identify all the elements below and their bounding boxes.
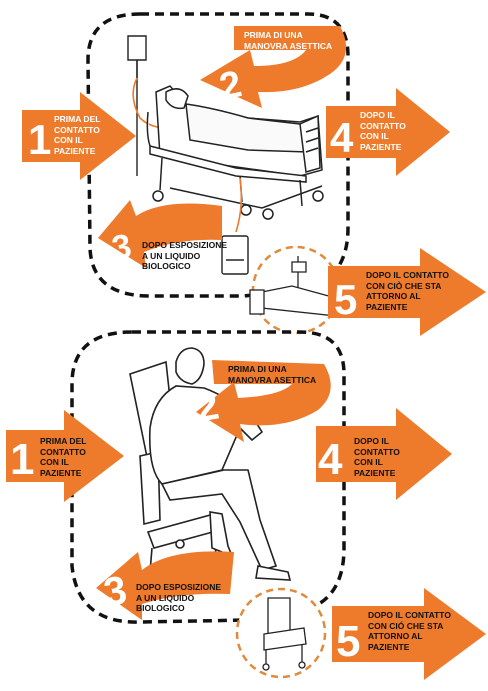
label-line: DOPO IL CONTATTO — [368, 610, 451, 621]
label-line: CONTATTO — [360, 121, 406, 132]
label-line: A UN LIQUIDO — [142, 251, 227, 262]
label-line: CON IL — [40, 457, 86, 468]
label-line: PRIMA DI UNA — [244, 30, 332, 41]
label-line: CON CIÒ CHE STA — [366, 281, 449, 292]
label-line: DOPO IL CONTATTO — [366, 270, 449, 281]
moment-4-label: DOPO IL CONTATTO CON IL PAZIENTE — [354, 436, 400, 478]
label-line: PAZIENTE — [366, 302, 449, 313]
label-line: ATTORNO AL — [368, 631, 451, 642]
label-line: CON IL — [360, 131, 406, 142]
moment-number: 5 — [334, 276, 357, 323]
label-line: BIOLOGICO — [142, 261, 227, 272]
moment-3-label: DOPO ESPOSIZIONE A UN LIQUIDO BIOLOGICO — [142, 240, 227, 272]
label-line: CON IL — [354, 457, 400, 468]
moment-5-label: DOPO IL CONTATTO CON CIÓ CHE STA ATTORNO… — [368, 610, 451, 652]
moment-2-label: PRIMA DI UNA MANOVRA ASETTICA — [244, 30, 332, 51]
moment-number: 4 — [330, 114, 354, 161]
moment-number: 5 — [336, 617, 360, 666]
label-line: CON IL — [54, 135, 100, 146]
moment-5-label: DOPO IL CONTATTO CON CIÒ CHE STA ATTORNO… — [366, 270, 449, 312]
label-line: MANOVRA ASETTICA — [244, 41, 332, 52]
label-line: PAZIENTE — [368, 642, 451, 653]
label-line: DOPO ESPOSIZIONE — [142, 240, 227, 251]
label-line: DOPO IL — [360, 110, 406, 121]
label-line: ATTORNO AL — [366, 291, 449, 302]
label-line: PRIMA DI UNA — [228, 364, 316, 375]
label-line: DOPO IL — [354, 436, 400, 447]
moment-1-label: PRIMA DEL CONTATTO CON IL PAZIENTE — [40, 436, 86, 478]
label-line: CONTATTO — [354, 447, 400, 458]
label-line: PRIMA DEL — [40, 436, 86, 447]
label-line: BIOLOGICO — [136, 603, 221, 614]
moment-3-label: DOPO ESPOSIZIONE A UN LIQUIDO BIOLOGICO — [136, 582, 221, 614]
label-line: DOPO ESPOSIZIONE — [136, 582, 221, 593]
label-line: A UN LIQUIDO — [136, 593, 221, 604]
label-line: PAZIENTE — [360, 142, 406, 153]
surroundings-vignette — [237, 589, 325, 677]
surroundings-vignette — [250, 247, 339, 333]
label-line: MANOVRA ASETTICA — [228, 375, 316, 386]
label-line: PAZIENTE — [54, 146, 100, 157]
label-line: PRIMA DEL — [54, 114, 100, 125]
label-line: PAZIENTE — [40, 468, 86, 479]
moment-number: 1 — [10, 435, 34, 484]
label-line: CONTATTO — [54, 125, 100, 136]
moment-number: 4 — [318, 435, 343, 484]
moment-1-label: PRIMA DEL CONTATTO CON IL PAZIENTE — [54, 114, 100, 156]
moment-number: 1 — [28, 116, 51, 163]
label-line: PAZIENTE — [354, 468, 400, 479]
moment-2-label: PRIMA DI UNA MANOVRA ASETTICA — [228, 364, 316, 385]
label-line: CON CIÓ CHE STA — [368, 621, 451, 632]
label-line: CONTATTO — [40, 447, 86, 458]
moment-4-label: DOPO IL CONTATTO CON IL PAZIENTE — [360, 110, 406, 152]
